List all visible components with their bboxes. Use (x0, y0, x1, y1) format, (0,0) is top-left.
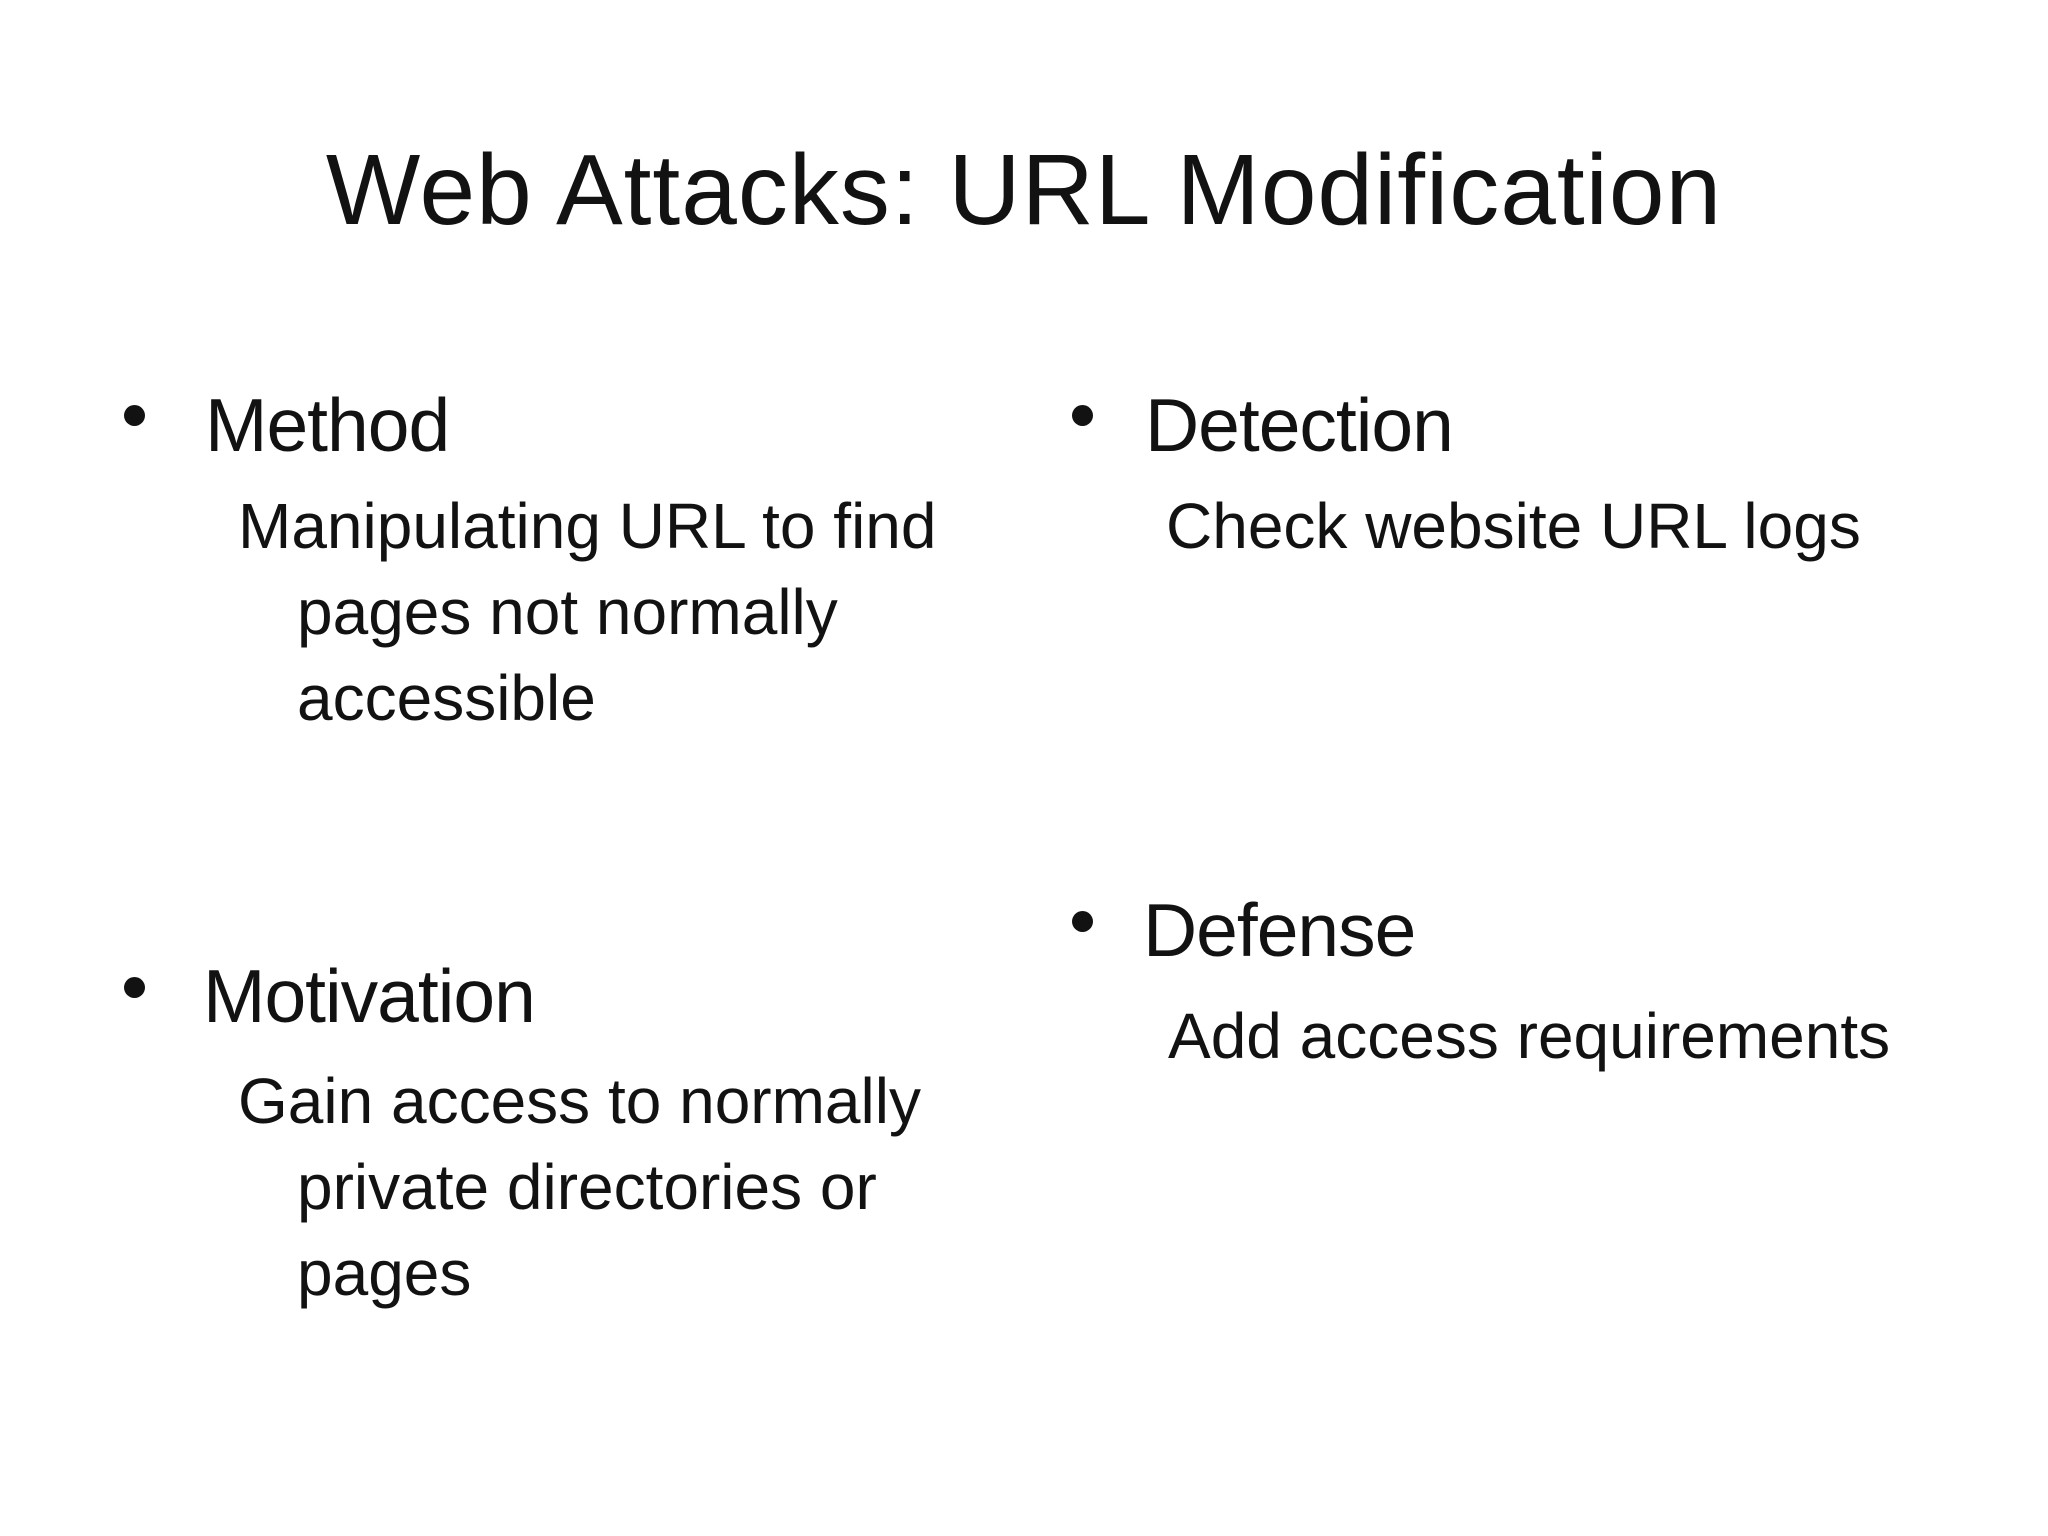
section-heading-detection: Detection (1145, 383, 1454, 467)
section-body-line: Gain access to normally (238, 1065, 921, 1137)
section-heading-method: Method (205, 383, 450, 467)
section-body-line: pages (297, 1237, 472, 1309)
section-heading-motivation: Motivation (203, 954, 536, 1038)
bullet-icon (1072, 911, 1093, 932)
slide-title: Web Attacks: URL Modification (325, 134, 1723, 246)
section-body-line: accessible (297, 662, 596, 734)
section-body-line: private directories or (297, 1151, 877, 1223)
section-body-line: pages not normally (297, 576, 838, 648)
section-body-line: Manipulating URL to find (238, 490, 937, 562)
section-body-line: Add access requirements (1168, 1000, 1891, 1072)
bullet-icon (124, 405, 145, 426)
section-body-line: Check website URL logs (1166, 490, 1861, 562)
section-heading-defense: Defense (1143, 888, 1416, 972)
bullet-icon (1072, 405, 1093, 426)
bullet-icon (124, 977, 145, 998)
